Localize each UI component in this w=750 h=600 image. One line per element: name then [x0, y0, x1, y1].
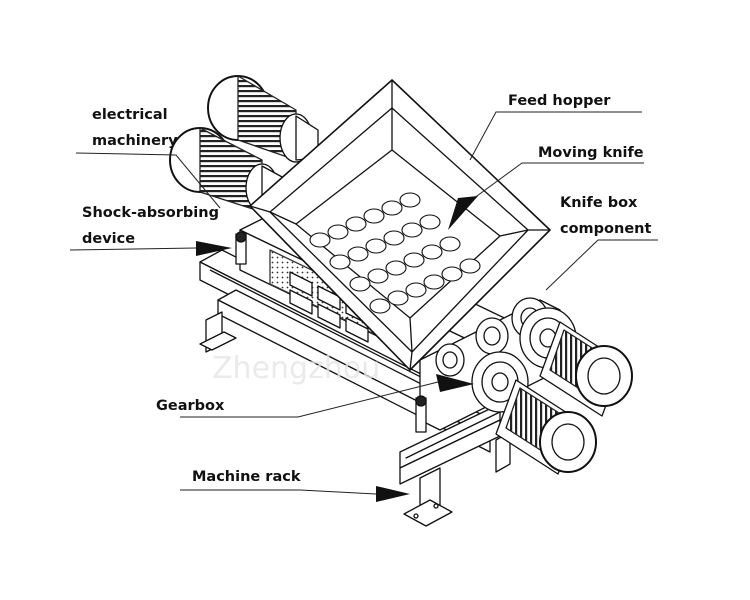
label-feed-hopper: Feed hopper [508, 93, 611, 109]
leader-knife-box [545, 239, 658, 291]
arrowhead-shock [196, 241, 232, 256]
shock-absorber-front [415, 395, 427, 433]
leader-shock-absorbing [69, 247, 197, 251]
label-gearbox: Gearbox [156, 398, 225, 414]
label-knife-box-component: Knife box component [560, 195, 652, 237]
label-shock-absorbing-device: Shock-absorbing device [82, 205, 219, 247]
leader-feed-hopper [469, 111, 642, 161]
arrowhead-moving-knife [448, 196, 478, 230]
left-motor-upper [207, 75, 319, 163]
arrowhead-machine-rack [376, 486, 410, 502]
arrowhead-gearbox [436, 374, 474, 392]
moving-knives [309, 192, 481, 314]
leader-gearbox [180, 381, 439, 418]
label-electrical-machinery: electrical machinery [92, 107, 178, 149]
label-moving-knife: Moving knife [538, 145, 644, 161]
shock-absorber-left [235, 231, 247, 265]
leader-moving-knife [465, 162, 644, 205]
right-motor-upper [539, 321, 633, 417]
label-machine-rack: Machine rack [192, 469, 301, 485]
watermark: Zhengzhou [212, 351, 380, 386]
leader-machine-rack [180, 489, 377, 495]
right-motor-lower [495, 379, 597, 475]
leader-electrical-machinery [75, 152, 221, 209]
